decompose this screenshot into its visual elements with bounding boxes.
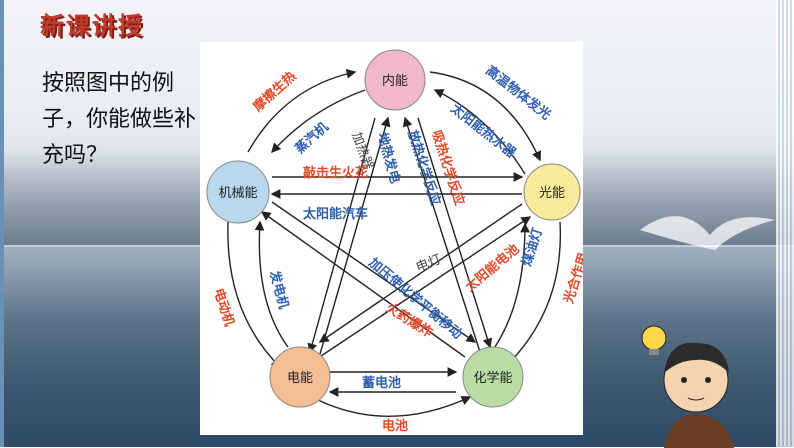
label-steam-engine: 蒸汽机 — [292, 119, 332, 157]
left-accent-bar — [0, 0, 4, 447]
section-title: 新课讲授 — [40, 12, 144, 40]
energy-diagram: 内能 光能 机械能 电能 化学能 摩擦生热 蒸汽机 加热器 敲击生火花 太阳能汽… — [206, 49, 592, 434]
label-flint-spark: 敲击生火花 — [303, 165, 368, 181]
node-label-mechanical: 机械能 — [218, 186, 257, 201]
label-kerosene-lamp: 煤油灯 — [519, 226, 546, 268]
node-light-energy: 光能 — [523, 163, 581, 221]
seagull-icon — [640, 216, 775, 250]
thinking-boy-icon — [641, 325, 734, 448]
node-inner-energy: 内能 — [364, 49, 426, 111]
label-photosynthesis: 光合作用 — [560, 251, 583, 306]
label-battery: 电池 — [382, 418, 408, 434]
node-electric-energy: 电能 — [269, 346, 331, 408]
question-text: 按照图中的例子，你能做些补充吗？ — [42, 71, 197, 168]
label-solar-car: 太阳能汽车 — [302, 206, 368, 222]
label-solar-cell: 太阳能电池 — [462, 241, 523, 296]
label-generator: 发电机 — [266, 268, 292, 311]
right-stripes — [776, 0, 794, 447]
node-chemical-energy: 化学能 — [462, 346, 524, 408]
node-label-electric: 电能 — [287, 371, 313, 386]
node-label-light: 光能 — [539, 186, 565, 201]
node-label-chemical: 化学能 — [473, 370, 512, 386]
energy-diagram-panel: 内能 光能 机械能 电能 化学能 摩擦生热 蒸汽机 加热器 敲击生火花 太阳能汽… — [200, 42, 592, 435]
label-electric-lamp: 电灯 — [414, 252, 444, 276]
node-mechanical-energy: 机械能 — [206, 160, 270, 224]
label-hot-object-glow: 高温物体发光 — [483, 63, 554, 124]
arrows — [227, 68, 562, 417]
label-storage-battery: 蓄电池 — [362, 375, 401, 391]
label-friction: 摩擦生热 — [250, 68, 299, 115]
node-label-inner: 内能 — [382, 73, 408, 89]
label-solar-heater: 太阳能热水器 — [447, 100, 520, 162]
label-electric-motor: 电动机 — [210, 286, 237, 328]
